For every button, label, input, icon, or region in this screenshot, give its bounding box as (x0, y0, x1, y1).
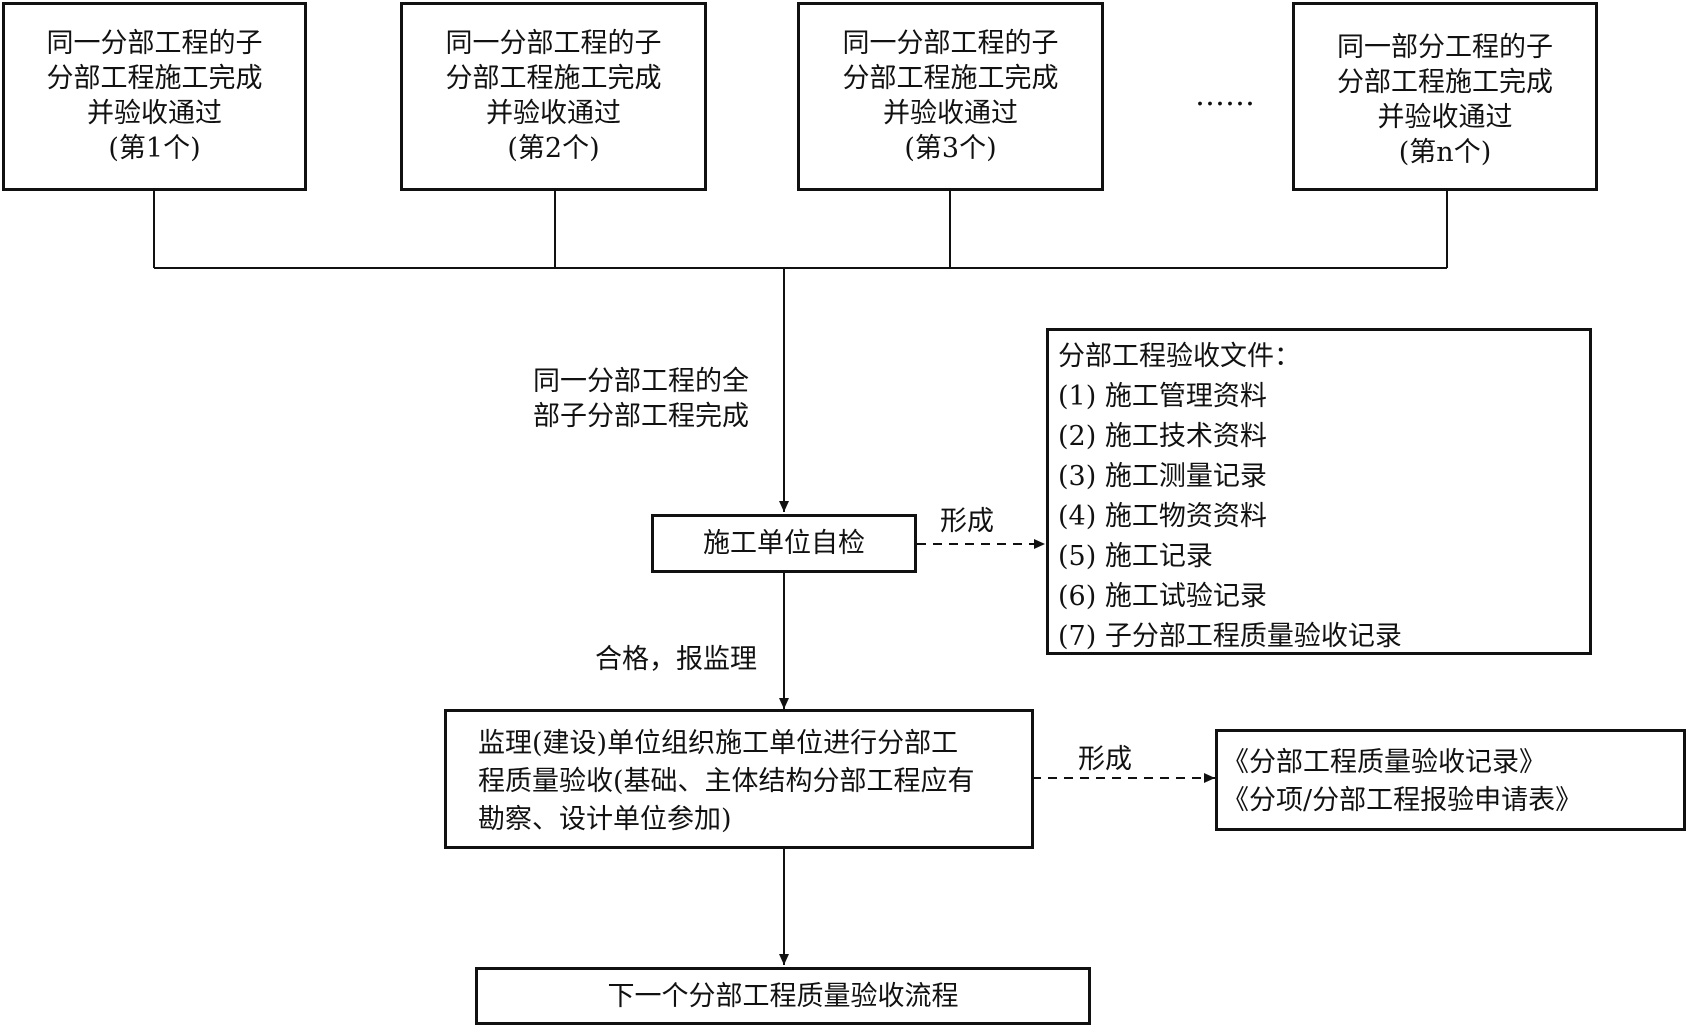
label-form-1: 形成 (940, 506, 994, 537)
subpart-box-2 (400, 2, 707, 191)
subpart-2-line-2: 分部工程施工完成 (445, 63, 662, 94)
docs-item-6: (6) 施工试验记录 (1058, 581, 1267, 612)
subpart-n-line-3: 并验收通过 (1377, 102, 1513, 133)
subpart-1-line-3: 并验收通过 (87, 98, 222, 129)
docs-item-1: (1) 施工管理资料 (1058, 381, 1267, 412)
next-step-text: 下一个分部工程质量验收流程 (607, 981, 959, 1012)
self-check-box (651, 514, 917, 573)
subpart-2-line-4: (第2个) (507, 133, 600, 164)
subpart-3-line-1: 同一分部工程的子 (842, 28, 1059, 59)
subpart-3-line-2: 分部工程施工完成 (842, 63, 1059, 94)
subpart-n-line-4: (第n个) (1398, 137, 1492, 168)
subpart-box-n (1292, 2, 1598, 191)
supervision-box (444, 709, 1034, 849)
docs-item-3: (3) 施工测量记录 (1058, 461, 1267, 492)
label-all-subparts-done: 同一分部工程的全 部子分部工程完成 (533, 364, 749, 434)
self-check-text: 施工单位自检 (703, 528, 865, 559)
subpart-text-3: 同一分部工程的子 分部工程施工完成 并验收通过 (第3个) (797, 26, 1104, 166)
docs-item-2: (2) 施工技术资料 (1058, 421, 1267, 452)
ellipsis: …… (1195, 78, 1255, 113)
label-form-2: 形成 (1078, 744, 1132, 775)
acceptance-docs-text: 分部工程验收文件： (1) 施工管理资料 (2) 施工技术资料 (3) 施工测量… (1058, 337, 1402, 657)
subpart-text-2: 同一分部工程的子 分部工程施工完成 并验收通过 (第2个) (400, 26, 707, 166)
label-all-done-line-1: 同一分部工程的全 (533, 366, 749, 397)
records-text: 《分部工程质量验收记录》 《分项/分部工程报验申请表》 (1222, 744, 1582, 820)
acceptance-docs-box (1046, 328, 1592, 655)
subpart-box-1 (2, 2, 307, 191)
subpart-1-line-1: 同一分部工程的子 (46, 28, 263, 59)
subpart-3-line-3: 并验收通过 (883, 98, 1018, 129)
subpart-2-line-1: 同一分部工程的子 (445, 28, 662, 59)
subpart-n-line-2: 分部工程施工完成 (1337, 67, 1553, 98)
docs-item-5: (5) 施工记录 (1058, 541, 1213, 572)
supervision-text: 监理(建设)单位组织施工单位进行分部工 程质量验收(基础、主体结构分部工程应有 … (478, 725, 975, 839)
supervision-line-3: 勘察、设计单位参加) (478, 804, 732, 835)
subpart-box-3 (797, 2, 1104, 191)
subpart-3-line-4: (第3个) (904, 133, 997, 164)
label-pass-report: 合格，报监理 (595, 644, 757, 675)
docs-item-4: (4) 施工物资资料 (1058, 501, 1267, 532)
docs-item-7: (7) 子分部工程质量验收记录 (1058, 621, 1402, 652)
records-box (1215, 729, 1686, 831)
next-step-box (475, 967, 1091, 1025)
supervision-line-2: 程质量验收(基础、主体结构分部工程应有 (478, 766, 975, 797)
subpart-2-line-3: 并验收通过 (486, 98, 621, 129)
subpart-text-1: 同一分部工程的子 分部工程施工完成 并验收通过 (第1个) (2, 26, 307, 166)
subpart-text-n: 同一部分工程的子 分部工程施工完成 并验收通过 (第n个) (1292, 30, 1598, 170)
supervision-line-1: 监理(建设)单位组织施工单位进行分部工 (478, 728, 959, 759)
record-item-2: 《分项/分部工程报验申请表》 (1222, 785, 1583, 816)
docs-title: 分部工程验收文件： (1058, 341, 1301, 372)
subpart-1-line-4: (第1个) (108, 133, 201, 164)
subpart-n-line-1: 同一部分工程的子 (1337, 32, 1553, 63)
label-all-done-line-2: 部子分部工程完成 (533, 401, 749, 432)
record-item-1: 《分部工程质量验收记录》 (1222, 747, 1546, 778)
subpart-1-line-2: 分部工程施工完成 (46, 63, 263, 94)
